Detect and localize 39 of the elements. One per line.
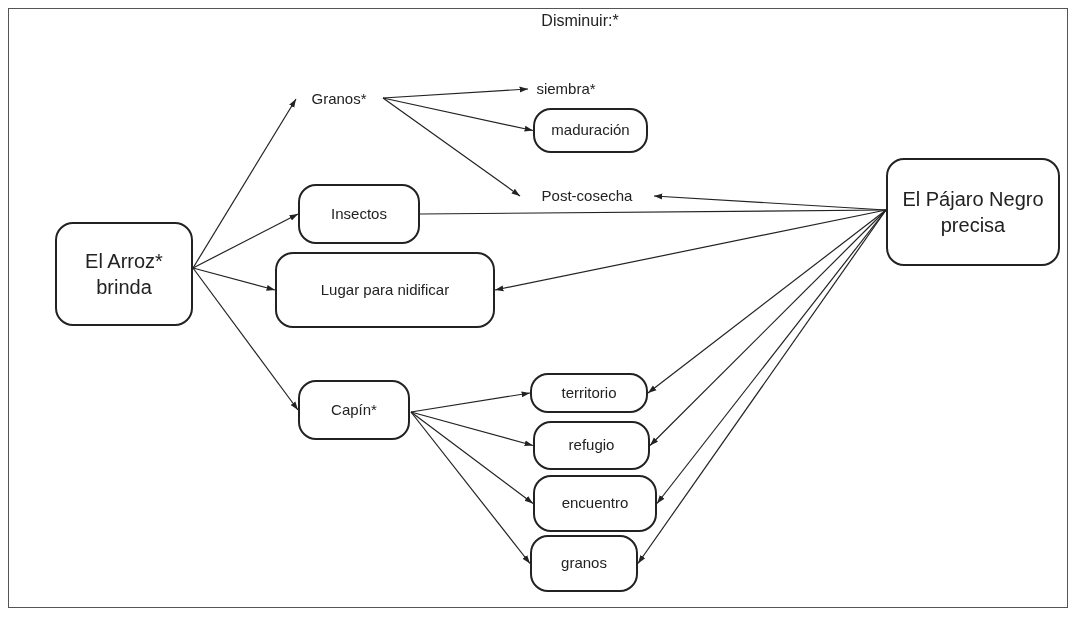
node-text: encuentro [561,494,629,513]
arrow [192,267,276,291]
arrow [494,209,887,292]
rounded-box [533,421,650,470]
node-text: El Arroz* brinda [84,249,164,300]
node-text: Lugar para nidificar [320,280,450,300]
arrow [410,411,531,565]
diagram-title: Disminuir:* [540,12,620,30]
node-label: Granos* [296,88,382,110]
arrow [382,86,529,99]
arrow [382,97,534,132]
node-text: granos [561,554,607,573]
node-text: Insectos [331,204,387,224]
node-text: maduración [551,121,630,140]
arrow [192,267,299,411]
arrow [410,391,531,413]
rounded-box [298,380,410,440]
rounded-box [55,222,193,326]
rounded-box [298,184,420,244]
node-text: El Pájaro Negro precisa [901,187,1045,238]
arrow [382,97,521,197]
arrow [192,98,297,269]
arrow [410,411,534,447]
arrow [647,209,887,394]
arrow [410,411,534,505]
rounded-box [530,535,638,592]
connector-line [419,209,887,215]
node-text: Capín* [331,400,377,420]
arrow [637,209,887,565]
rounded-box [886,158,1060,266]
node-label: siembra* [528,78,604,100]
node-label: Post-cosecha [520,184,654,208]
node-text: territorio [561,383,617,403]
rounded-box [533,108,648,153]
rounded-box [533,475,657,532]
rounded-box [530,373,648,413]
rounded-box [275,252,495,328]
arrow [192,213,299,269]
node-text: refugio [568,436,615,455]
